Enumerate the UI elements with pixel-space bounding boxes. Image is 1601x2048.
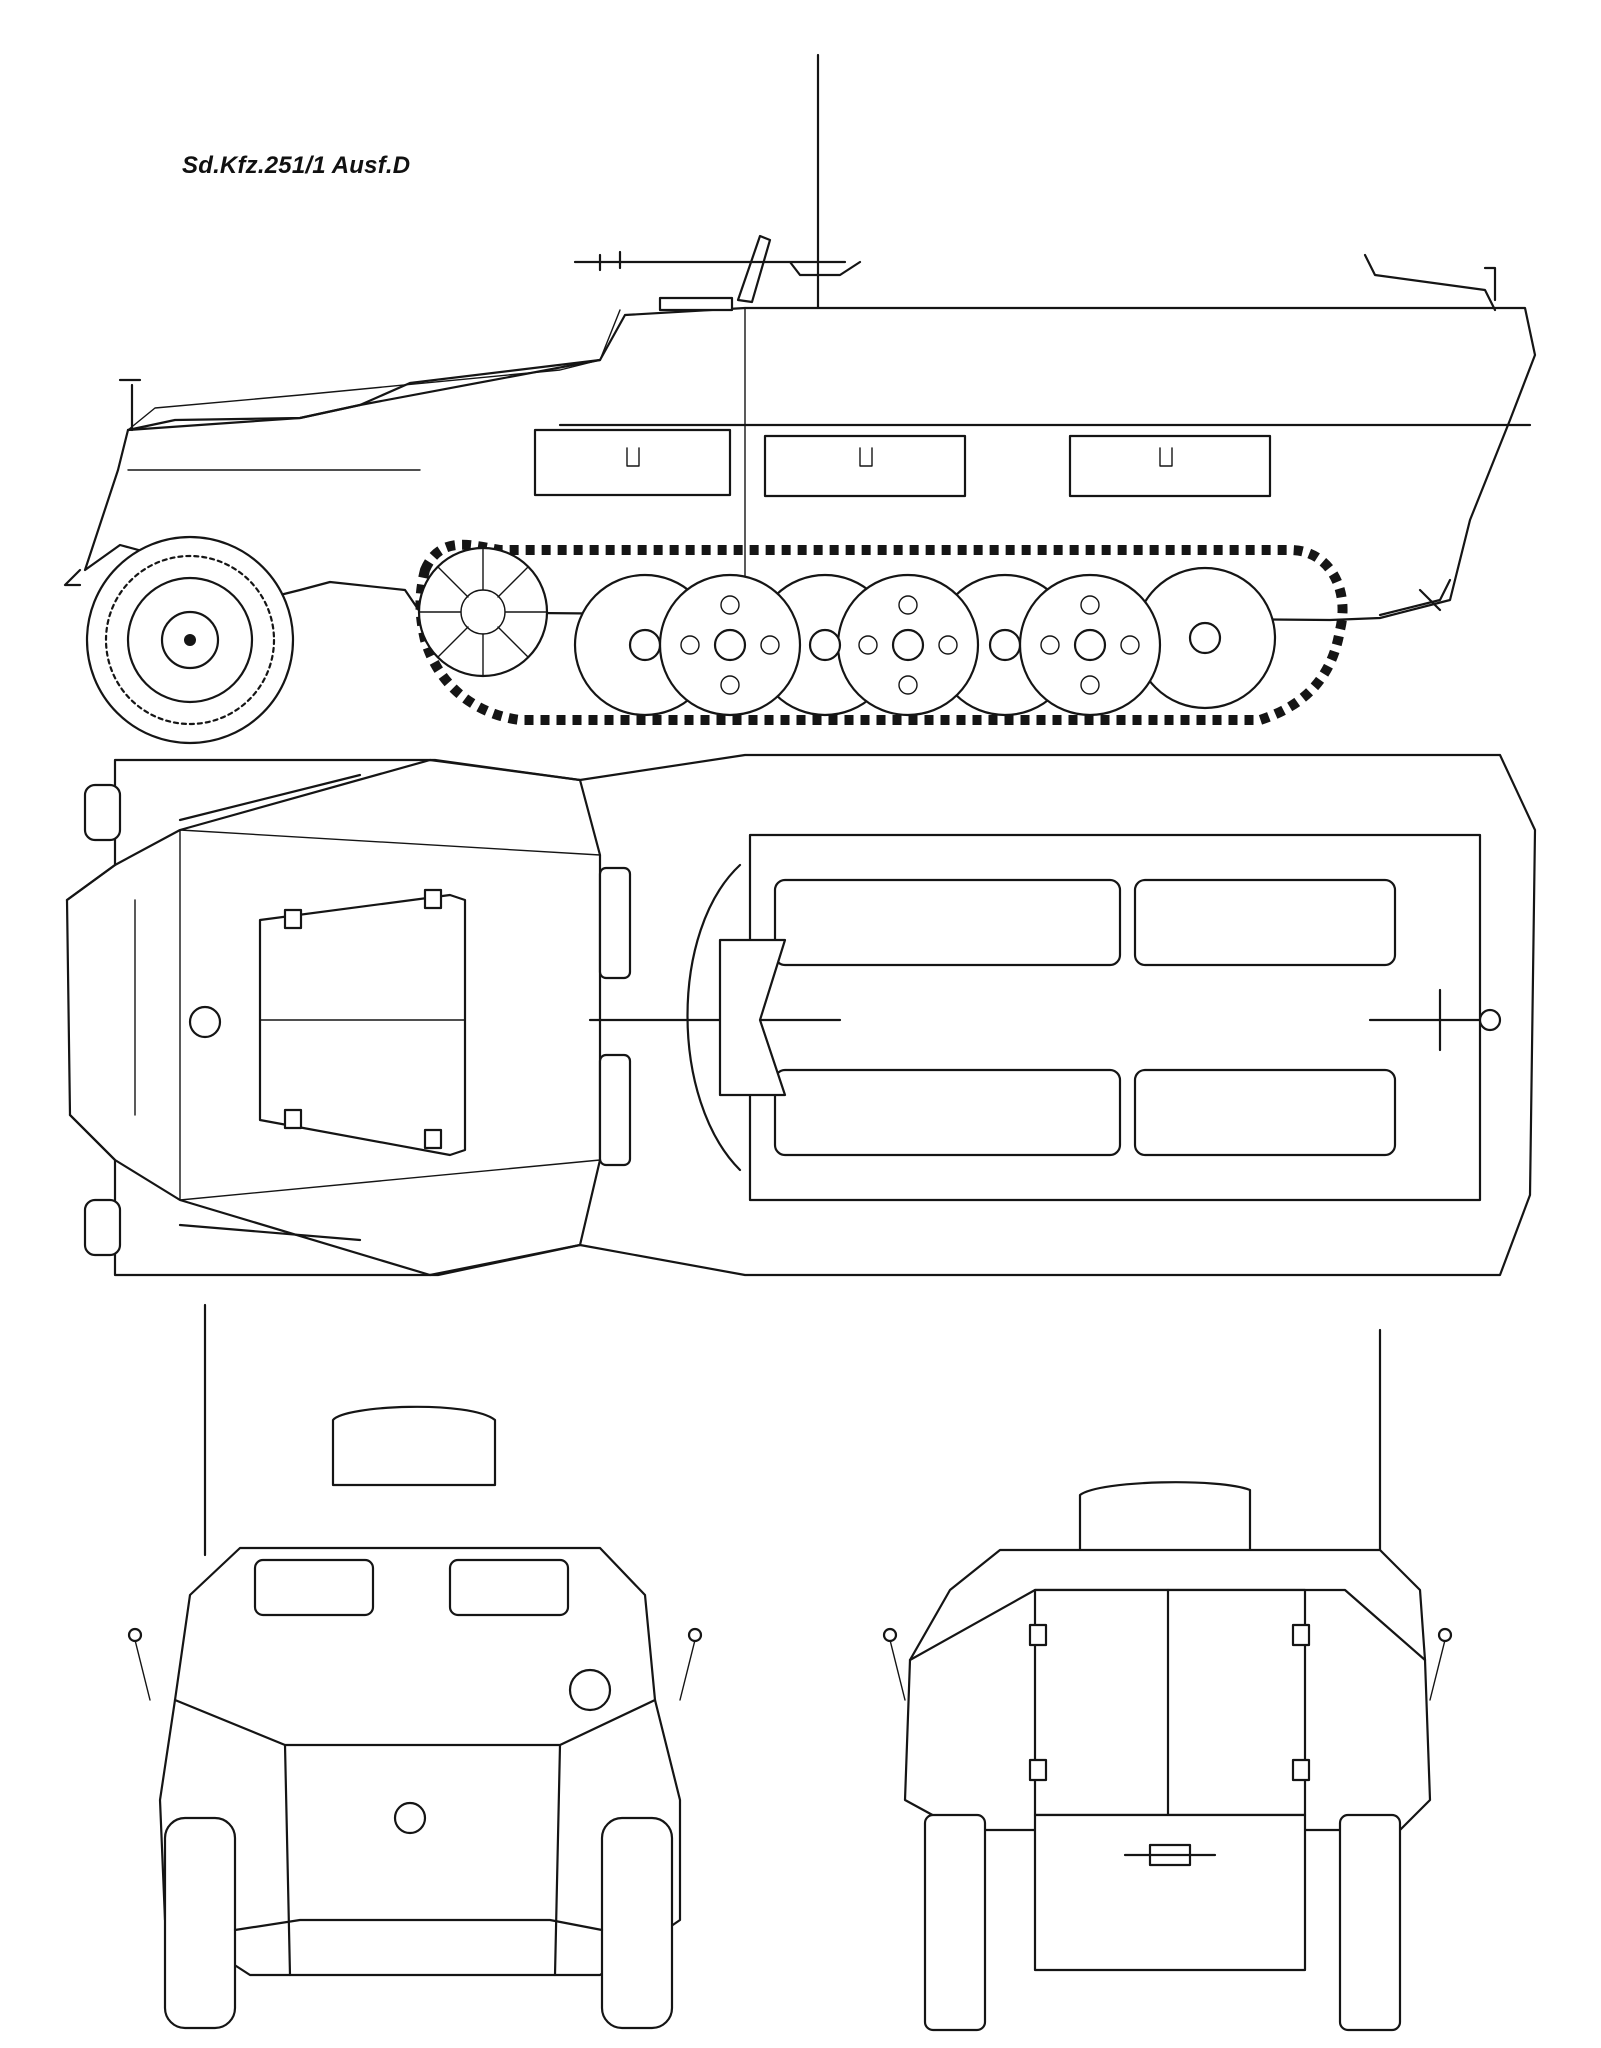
rear-doors (1033, 1588, 1307, 1817)
side-box-latches (626, 447, 1173, 467)
top-gun-shield-arc (686, 863, 742, 1172)
side-wheel-holes (680, 595, 1140, 695)
rear-view (882, 1328, 1453, 2032)
top-bench-front-right (773, 1068, 1122, 1157)
side-bonnet-line (126, 358, 602, 432)
front-width-indicators (134, 1639, 696, 1701)
side-bonnet-top (127, 359, 601, 431)
side-sprocket-spokes (418, 547, 548, 677)
side-view (63, 53, 1537, 745)
front-gun-shield (331, 1405, 497, 1487)
front-tire-left (163, 1816, 237, 2030)
side-rear-bracket (1363, 253, 1497, 312)
side-tow-hook (1378, 578, 1452, 617)
top-hatch-handle (188, 1005, 222, 1039)
rear-lower-plate (1033, 1813, 1307, 1972)
top-front-tire-right (83, 1198, 122, 1257)
side-mg-mount (658, 296, 734, 312)
top-fender-tools (178, 773, 362, 1242)
top-engine-hatch (258, 893, 467, 1157)
rear-track-right (1338, 1813, 1402, 2032)
rear-gun-shield (1078, 1481, 1252, 1557)
rear-door-hinges (1028, 1623, 1311, 1782)
side-gun-shield (736, 234, 772, 304)
front-tire-right (600, 1816, 674, 2030)
top-vision-port-right (598, 1053, 632, 1167)
front-plate-lines (173, 1698, 657, 1977)
top-front-tire-left (83, 783, 122, 842)
top-vision-port-left (598, 866, 632, 980)
top-bonnet (65, 758, 602, 1277)
front-crank-hole (393, 1801, 427, 1835)
front-vision-port-left (253, 1558, 375, 1617)
front-headlight (568, 1668, 612, 1712)
top-rear-mg-mount (1368, 988, 1482, 1052)
rear-tow-hitch (1123, 1843, 1217, 1867)
top-bonnet-panels (134, 829, 601, 1201)
side-stowage-box-1 (533, 428, 732, 497)
side-hub-center (184, 634, 196, 646)
front-axle (233, 1918, 604, 1932)
top-bench-front-left (773, 878, 1122, 967)
side-stowage-box-2 (763, 434, 967, 498)
top-hatch-hinges (283, 888, 443, 1150)
front-hull (158, 1546, 682, 1977)
front-view (127, 1303, 703, 2030)
drawing-title: Sd.Kfz.251/1 Ausf.D (182, 152, 411, 179)
side-wheel-hubs (628, 621, 1222, 662)
top-rear-mount-ring (1478, 1008, 1502, 1032)
side-tire-tread (104, 554, 276, 726)
side-front-details (63, 378, 142, 587)
top-bench-rear-left (1133, 878, 1397, 967)
top-bench-rear-right (1133, 1068, 1397, 1157)
rear-track-left (923, 1813, 987, 2032)
side-machine-gun (573, 250, 862, 277)
top-mg-shield (718, 938, 787, 1097)
top-view (65, 753, 1537, 1277)
front-vision-port-right (448, 1558, 570, 1617)
rear-width-indicators (889, 1639, 1446, 1701)
side-front-plate (599, 309, 621, 361)
